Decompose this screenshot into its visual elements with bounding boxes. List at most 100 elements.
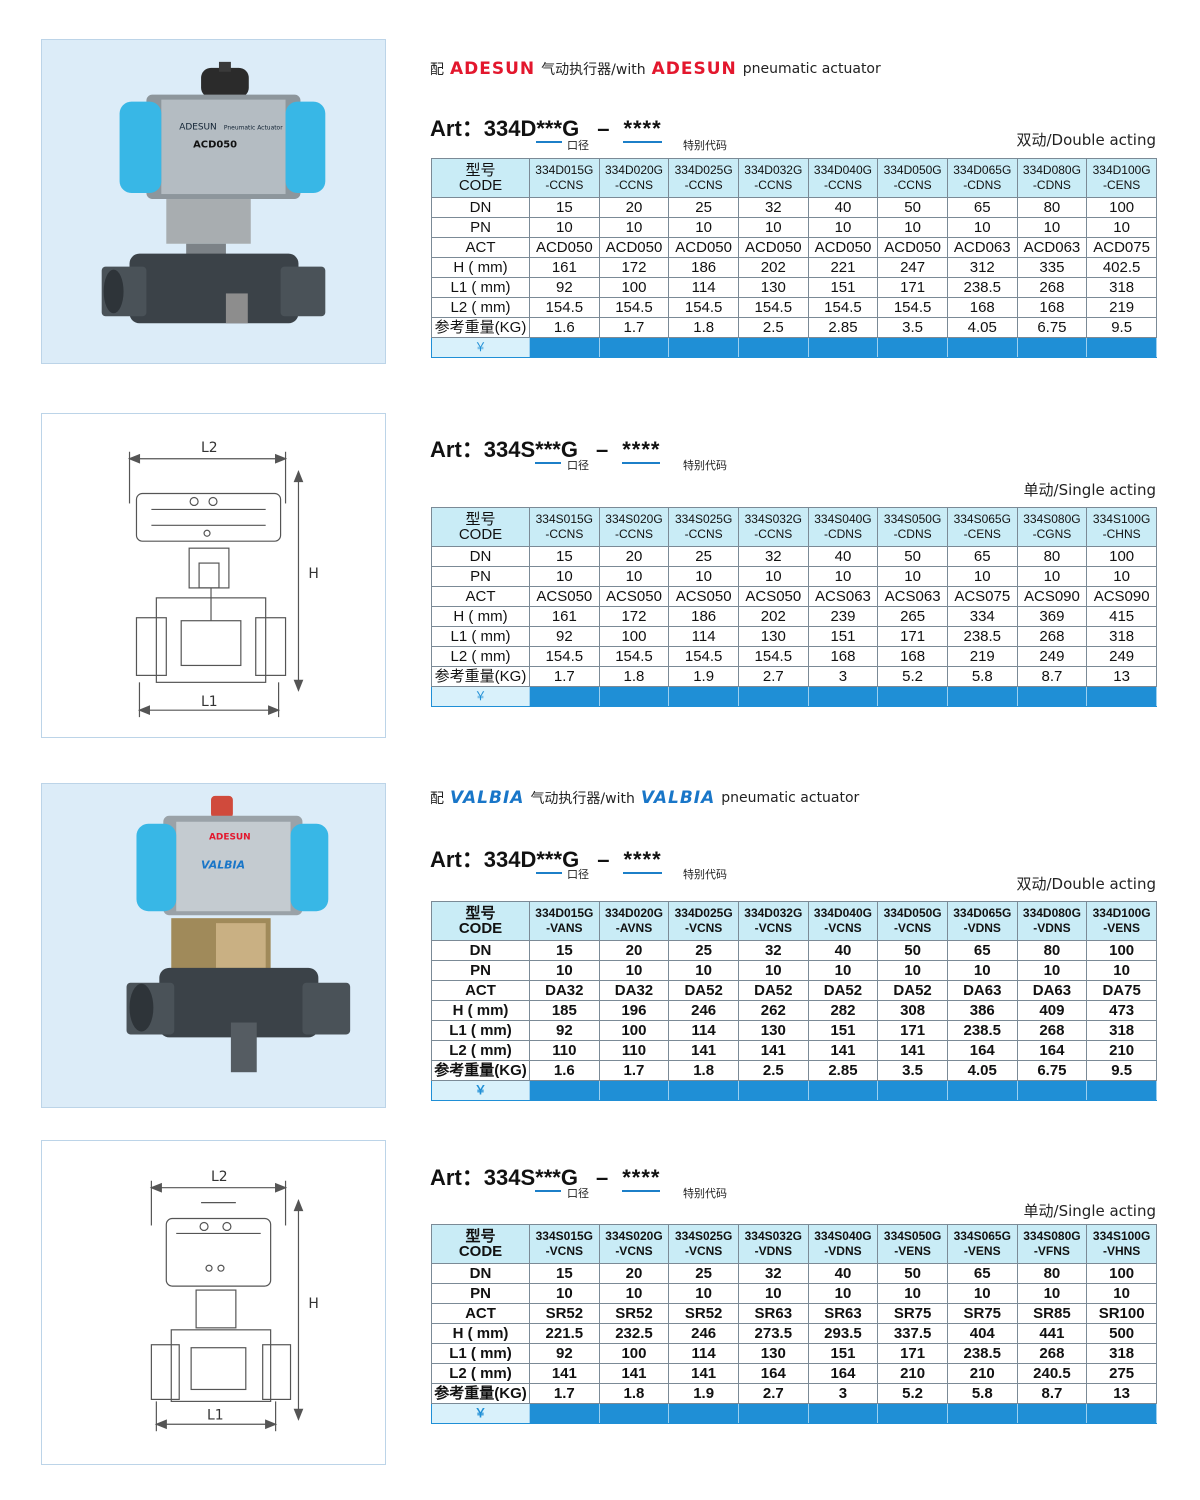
table-cell: 1.8 <box>598 666 670 687</box>
art-dash: – <box>597 847 610 872</box>
art-special-label: 特别代码 <box>683 1187 727 1200</box>
table-cell: 100 <box>1086 1263 1157 1284</box>
table-cell: 2.85 <box>807 1060 879 1081</box>
art-size-code: *** <box>535 1165 561 1192</box>
valve-drawing-single: L2 H L1 <box>41 413 386 738</box>
price-cell <box>807 337 879 358</box>
table-cell: 10 <box>1086 1283 1157 1304</box>
price-cell <box>807 1403 879 1424</box>
table-cell: 4.05 <box>946 1060 1018 1081</box>
table-cell: 219 <box>946 646 1018 667</box>
valve-photo-valbia-double: ADESUN VALBIA <box>41 783 386 1108</box>
code-cell: 334D065G-VDNS <box>946 901 1018 941</box>
art-special-label: 特别代码 <box>683 139 727 152</box>
table-cell: 154.5 <box>737 646 809 667</box>
price-cell <box>529 1403 600 1424</box>
table-cell: 110 <box>598 1040 670 1061</box>
table-cell: 10 <box>807 217 879 238</box>
table-cell: SR75 <box>877 1303 948 1324</box>
table-cell: 92 <box>529 277 600 298</box>
table-cell: 130 <box>737 1343 809 1364</box>
table-cell: 2.7 <box>737 666 809 687</box>
table-cell: 10 <box>668 566 739 587</box>
code-cell: 334D040G-CCNS <box>807 158 879 198</box>
price-cell <box>877 1080 948 1101</box>
table-cell: 232.5 <box>598 1323 670 1344</box>
row-label: PN <box>431 960 530 981</box>
table-cell: 246 <box>668 1000 739 1021</box>
price-cell <box>668 1403 739 1424</box>
price-cell <box>946 337 1018 358</box>
row-label: ACT <box>431 586 530 607</box>
table-cell: 1.6 <box>529 1060 600 1081</box>
code-cell: 334D040G-VCNS <box>807 901 879 941</box>
code-cell: 334D015G-VANS <box>529 901 600 941</box>
art-prefix: Art：334D <box>430 847 537 872</box>
table-cell: 473 <box>1086 1000 1157 1021</box>
table-cell: 1.7 <box>529 1383 600 1404</box>
table-cell: 8.7 <box>1016 1383 1088 1404</box>
code-cell: 334S080G-VFNS <box>1016 1224 1088 1264</box>
code-cell: 334S020G-CCNS <box>598 507 670 547</box>
table-cell: 100 <box>1086 546 1157 567</box>
table-cell: 13 <box>1086 666 1157 687</box>
table-cell: 246 <box>668 1323 739 1344</box>
table-cell: 10 <box>668 1283 739 1304</box>
price-cell <box>1016 1403 1088 1424</box>
table-cell: SR75 <box>946 1303 1018 1324</box>
code-cell: 334S080G-CGNS <box>1016 507 1088 547</box>
table-cell: 154.5 <box>877 297 948 318</box>
l1-label: L1 <box>207 1407 224 1423</box>
art-size-label: 口径 <box>567 1187 589 1200</box>
tagline-suffix: pneumatic actuator <box>721 790 860 806</box>
row-label: DN <box>431 1263 530 1284</box>
table-cell: 6.75 <box>1016 317 1088 338</box>
table-cell: 1.7 <box>529 666 600 687</box>
table-cell: 10 <box>1086 960 1157 981</box>
table-cell: 268 <box>1016 626 1088 647</box>
table-cell: DA52 <box>807 980 879 1001</box>
price-cell <box>598 686 670 707</box>
table-cell: 282 <box>807 1000 879 1021</box>
table-cell: 168 <box>807 646 879 667</box>
table-cell: 50 <box>877 546 948 567</box>
article-number: Art：334D***G–**** <box>430 111 662 143</box>
code-cell: 334D100G-VENS <box>1086 901 1157 941</box>
row-label: L2 ( mm) <box>431 1040 530 1061</box>
table-cell: 151 <box>807 1020 879 1041</box>
code-cell: 334D025G-CCNS <box>668 158 739 198</box>
table-cell: 141 <box>668 1363 739 1384</box>
table-cell: 114 <box>668 277 739 298</box>
acting-type: 单动/Single acting <box>1023 1202 1156 1220</box>
table-cell: 6.75 <box>1016 1060 1088 1081</box>
tagline-middle: 气动执行器/with <box>541 62 646 78</box>
table-cell: 171 <box>877 1020 948 1041</box>
tagline-prefix: 配 <box>430 62 444 78</box>
table-row-price: ￥ <box>431 686 1157 707</box>
code-cell: 334S050G-VENS <box>877 1224 948 1264</box>
table-cell: 80 <box>1016 1263 1088 1284</box>
table-cell: 25 <box>668 940 739 961</box>
h-label: H <box>308 1296 318 1312</box>
code-cell: 334D050G-VCNS <box>877 901 948 941</box>
price-cell <box>1016 337 1088 358</box>
table-cell: 130 <box>737 1020 809 1041</box>
art-special-code: **** <box>623 116 662 143</box>
row-label: L2 ( mm) <box>431 1363 530 1384</box>
table-cell: 141 <box>668 1040 739 1061</box>
row-label: PN <box>431 566 530 587</box>
art-dash: – <box>595 1165 609 1190</box>
code-cell: 334S020G-VCNS <box>598 1224 670 1264</box>
table-cell: 154.5 <box>737 297 809 318</box>
